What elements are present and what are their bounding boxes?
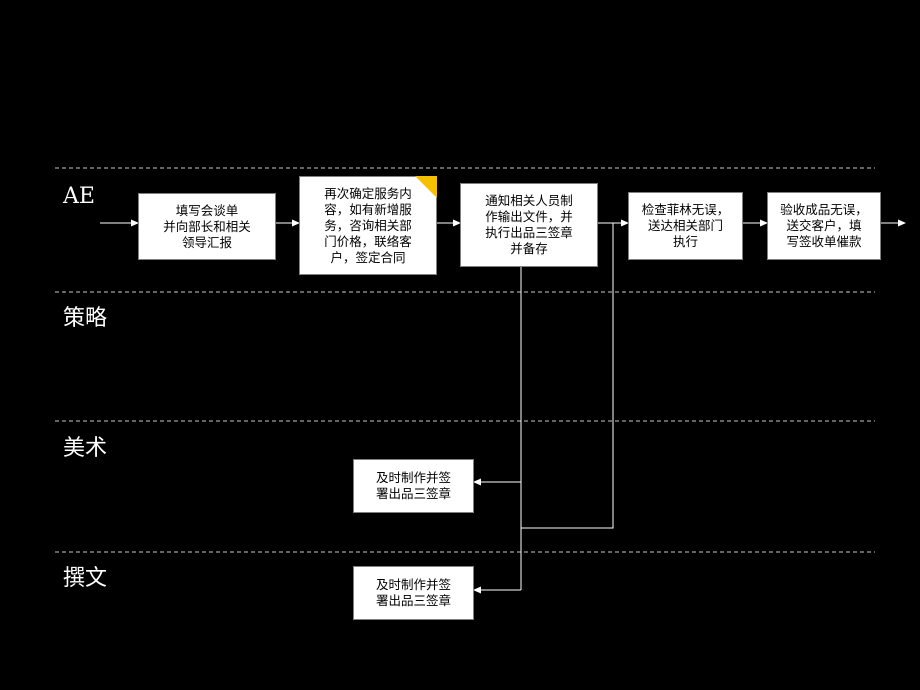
lane-label-copy: 撰文 [63,566,108,591]
lane-label-art: 美术 [63,436,108,461]
step-report-box: 填写会谈单 并向部长和相关 领导汇报 [138,193,276,260]
step-accept-deliver-text: 验收成品无误， 送交客户，填 写签收单催款 [780,202,868,249]
lane-label-strategy: 策略 [63,306,108,331]
art-task-box: 及时制作并签 署出品三签章 [353,459,474,513]
lane-label-ae: AE [63,184,95,209]
step-check-film-box: 检查菲林无误， 送达相关部门 执行 [628,192,743,260]
step-check-film-text: 检查菲林无误， 送达相关部门 执行 [641,202,730,249]
art-task-text: 及时制作并签 署出品三签章 [375,470,451,501]
step-notify-staff-text: 通知相关人员制 作输出文件，并 执行出品三签章 并备存 [485,193,573,256]
copy-task-text: 及时制作并签 署出品三签章 [375,577,451,608]
copy-task-box: 及时制作并签 署出品三签章 [353,566,474,620]
step-accept-deliver-box: 验收成品无误， 送交客户，填 写签收单催款 [767,192,881,260]
return-to-step4 [521,223,614,529]
step-notify-staff-box: 通知相关人员制 作输出文件，并 执行出品三签章 并备存 [460,183,598,267]
folded-corner-icon [415,176,437,198]
step-confirm-contract-text: 再次确定服务内 容，如有新增服 务，咨询相关部 门价格，联络客 户，签定合同 [324,185,412,265]
step-report-text: 填写会谈单 并向部长和相关 领导汇报 [163,202,251,250]
step-confirm-contract-box: 再次确定服务内 容，如有新增服 务，咨询相关部 门价格，联络客 户，签定合同 [299,176,437,275]
